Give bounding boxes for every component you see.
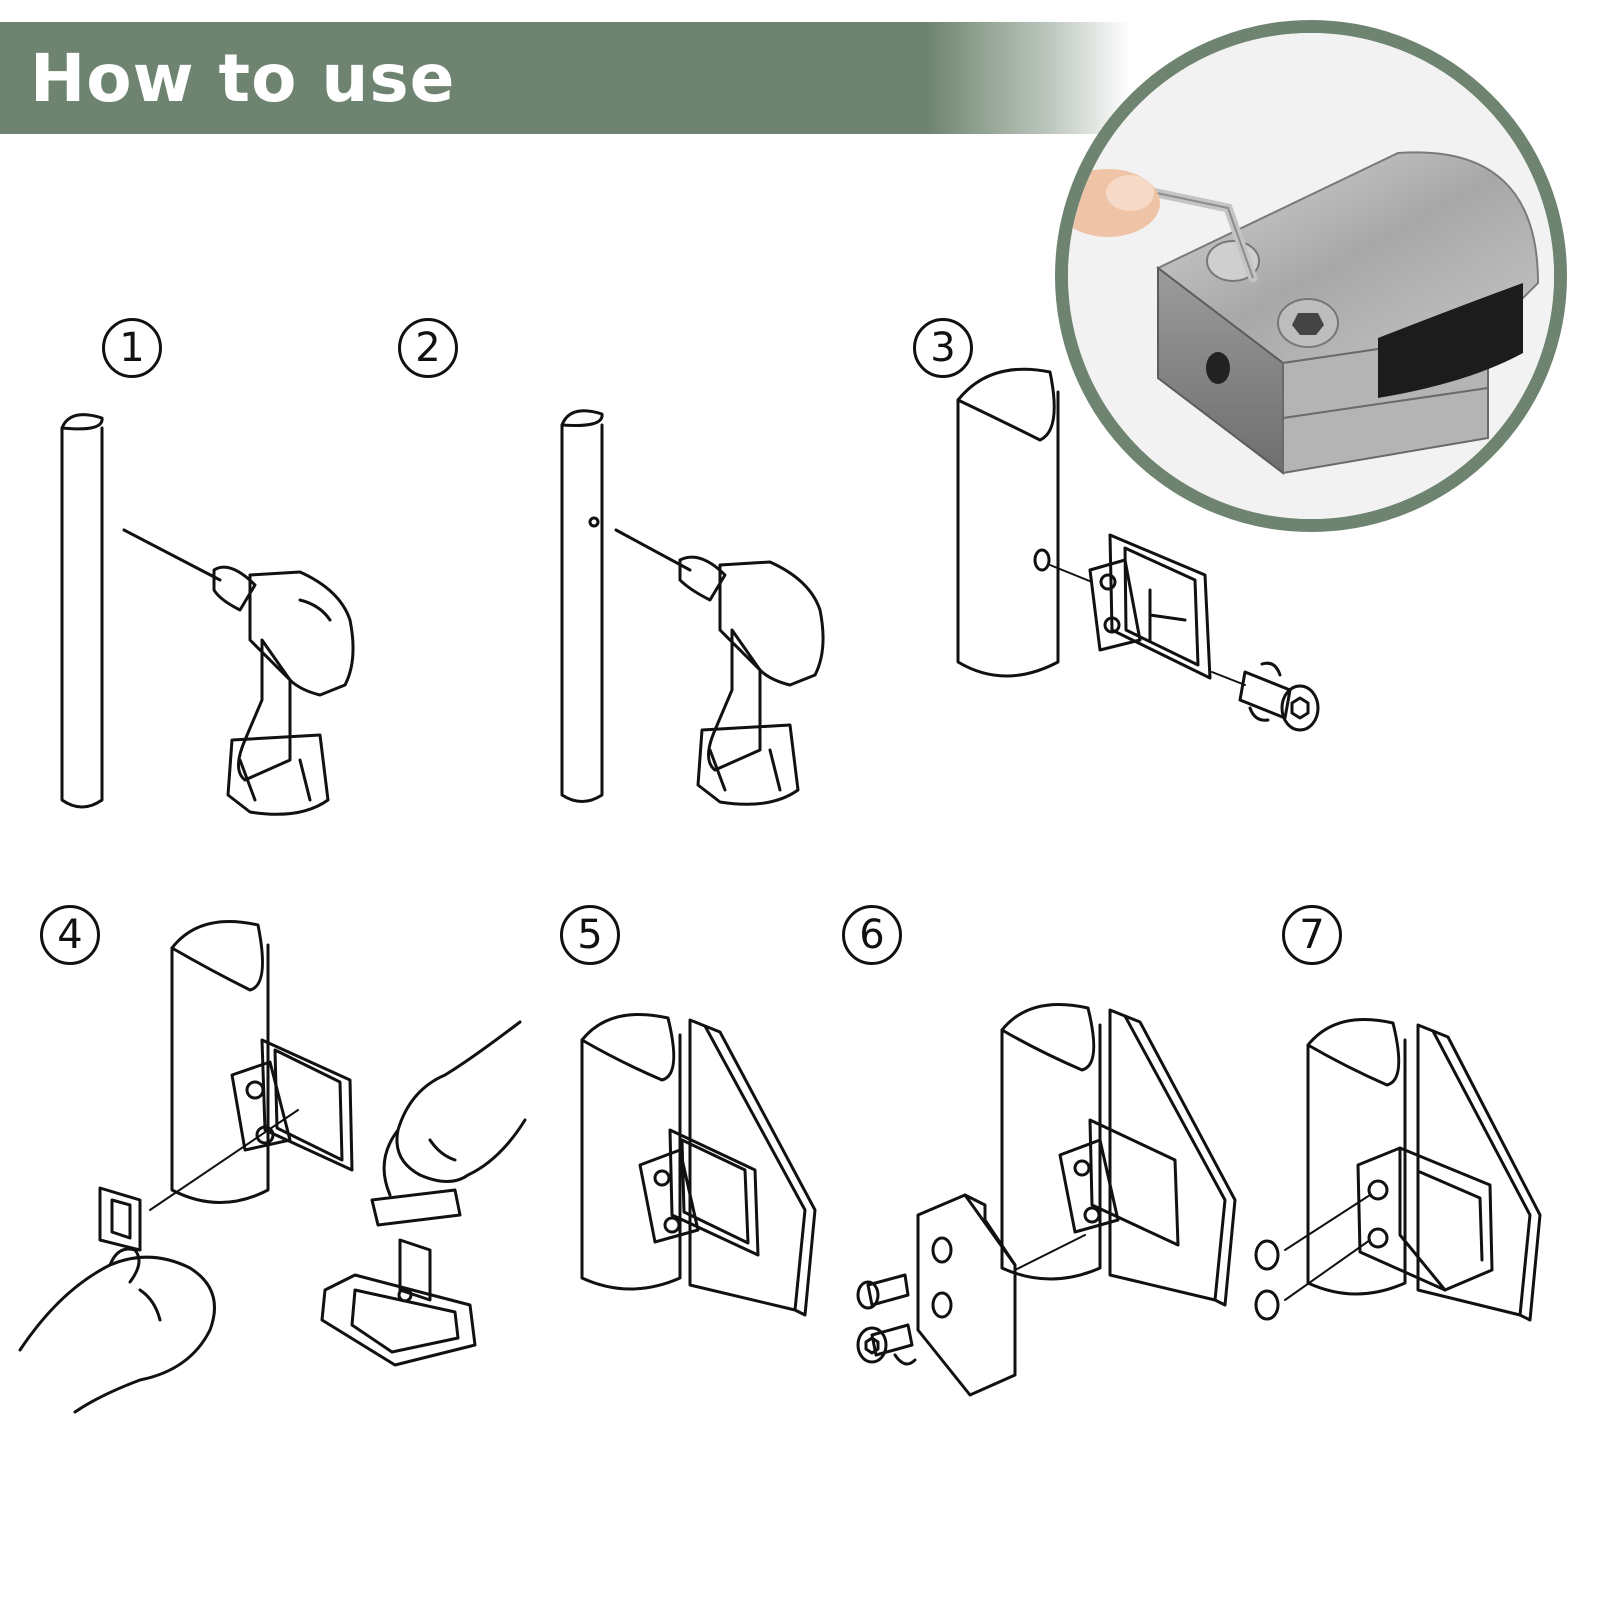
step-number-6: 6 [842, 905, 902, 965]
rail-post [582, 1014, 680, 1289]
step-number-3: 3 [913, 318, 973, 378]
hex-screw-icon [1212, 663, 1318, 730]
step-4-illustration [20, 922, 525, 1412]
rail-post [62, 415, 102, 807]
glass-clamp-photo [1068, 33, 1554, 519]
clamp-base [322, 1240, 475, 1365]
page-title: How to use [30, 40, 456, 117]
rail-post [172, 922, 268, 1203]
glass-panel-icon [1418, 1025, 1540, 1320]
step-3-illustration [958, 369, 1318, 730]
clamp-bracket [150, 1040, 352, 1210]
step-5-illustration [582, 1014, 815, 1315]
step-6-illustration [858, 1004, 1235, 1395]
step-number-7: 7 [1282, 905, 1342, 965]
assembled-clamp [1285, 1148, 1492, 1300]
hand-left [20, 1249, 215, 1412]
rail-post [958, 369, 1058, 676]
step-number-2: 2 [398, 318, 458, 378]
clamp-bracket [640, 1130, 758, 1255]
rail-post [1002, 1004, 1100, 1279]
rubber-gasket-icon [100, 1188, 140, 1250]
step-7-illustration [1256, 1019, 1540, 1320]
glass-panel-icon [690, 1020, 815, 1315]
hex-screw-icon [858, 1325, 915, 1364]
title-banner: How to use [0, 22, 1130, 134]
hex-screw-icon [858, 1275, 908, 1308]
clamp-cover-plate [918, 1195, 1085, 1395]
rubber-gasket-icon [372, 1190, 460, 1225]
cap-cover-icon [1256, 1241, 1278, 1319]
step-2-illustration [562, 411, 823, 805]
step-number-4: 4 [40, 905, 100, 965]
clamp-bracket [1060, 1120, 1178, 1245]
drill-icon [616, 530, 823, 804]
step-number-1: 1 [102, 318, 162, 378]
rail-post [562, 411, 602, 802]
drill-icon [124, 530, 353, 814]
clamp-bracket [1050, 535, 1210, 678]
rail-post [1308, 1019, 1405, 1294]
step-number-5: 5 [560, 905, 620, 965]
glass-panel-icon [1110, 1010, 1235, 1305]
step-1-illustration [62, 415, 353, 815]
hand-right [384, 1022, 525, 1195]
